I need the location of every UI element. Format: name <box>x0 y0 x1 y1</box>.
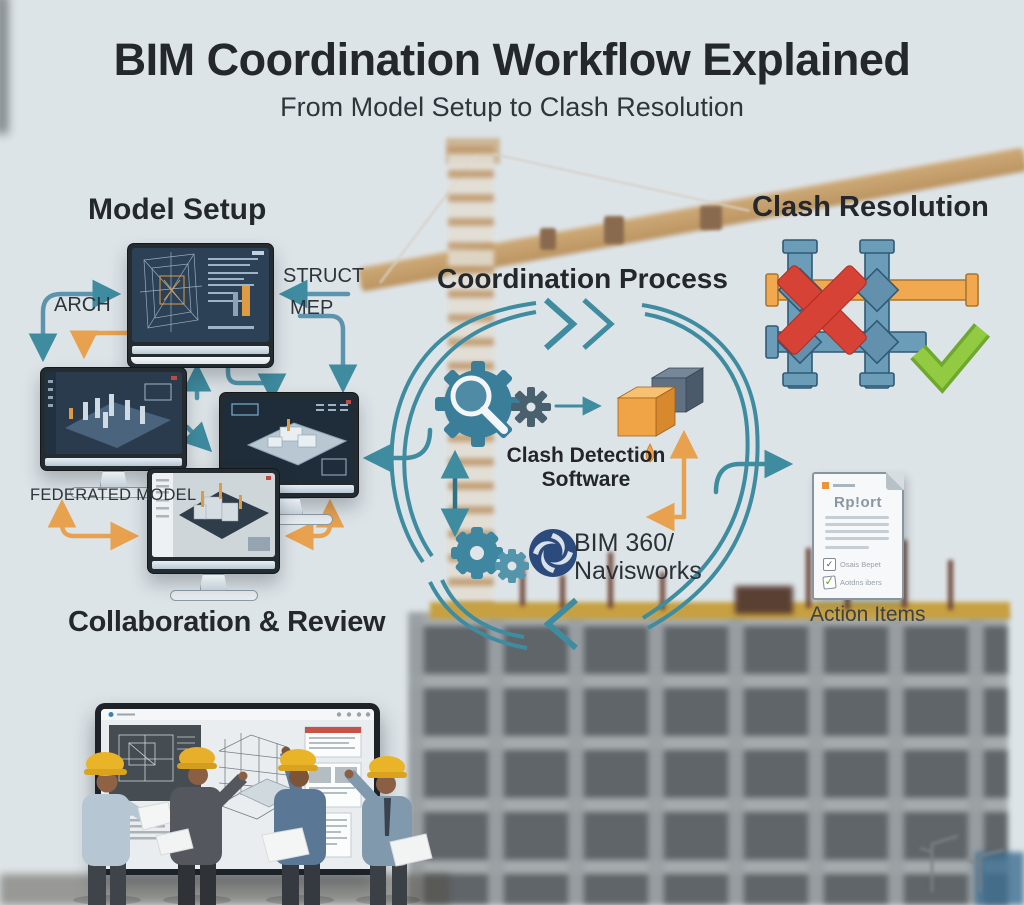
engineer-4 <box>344 756 433 905</box>
label-clash-detection-software: Clash Detection Software <box>505 444 667 492</box>
rebar-cluster <box>735 586 793 614</box>
label-struct: STRUCT <box>283 265 365 287</box>
page-subtitle: From Model Setup to Clash Resolution <box>280 92 744 122</box>
cubes-icon <box>616 367 705 463</box>
clash-x-icon <box>777 265 867 355</box>
resolved-check-icon <box>910 323 991 394</box>
label-mep: MEP <box>290 297 334 319</box>
rebar <box>948 560 953 610</box>
label-federated-model: FEDERATED MODEL <box>30 486 197 504</box>
checklist-label: Aotdns ibers <box>840 578 882 587</box>
checkbox-icon: ✓ <box>823 558 836 571</box>
clash-detection-line2: Software <box>541 468 631 491</box>
gear-icon-small <box>511 387 551 427</box>
section-clash-resolution: Clash Resolution <box>752 191 989 223</box>
federated-screen <box>152 473 275 557</box>
monitor-left <box>40 367 187 498</box>
rebar <box>902 540 907 608</box>
doc-dash <box>833 484 855 487</box>
monitor-right <box>219 392 359 525</box>
gears-icon <box>451 527 529 583</box>
crane-trolley <box>604 216 624 244</box>
monitor-arch <box>127 243 274 368</box>
section-collaboration-review: Collaboration & Review <box>68 606 386 638</box>
arch-feedback-arrow <box>69 330 131 360</box>
engineer-1 <box>73 752 174 905</box>
monitor-federated <box>147 468 280 601</box>
distant-cranes <box>919 834 1005 892</box>
rebar <box>806 548 811 608</box>
checklist-item: ✓ Aotdns ibers <box>822 573 882 590</box>
checklist-label: Osais Bepet <box>840 560 881 569</box>
crane-trolley <box>700 206 722 230</box>
federated-orange-arrow-left <box>47 498 140 551</box>
bim360-line1: BIM 360/ <box>574 529 675 557</box>
engineer-2 <box>155 747 248 905</box>
ring-to-report-arrow <box>713 449 794 495</box>
photo-edge <box>0 0 8 134</box>
checkbox-green-icon: ✓ <box>822 573 837 590</box>
label-bim360-navisworks: BIM 360/ Navisworks <box>574 529 702 585</box>
doc-title: Rp!ort <box>834 494 882 511</box>
report-document: Rp!ort ✓ Osais Bepet ✓ Aotdns ibers <box>812 472 904 600</box>
right-screen <box>224 397 354 481</box>
crane-trolley <box>540 228 556 250</box>
site-container <box>975 852 1024 905</box>
flow-arrows <box>28 279 794 551</box>
clash-detection-line1: Clash Detection <box>506 444 666 467</box>
page-fold <box>886 472 904 490</box>
rebar <box>520 560 525 606</box>
label-action-items: Action Items <box>810 603 926 626</box>
link-arrow-diagonal <box>181 421 213 453</box>
bim360-line2: Navisworks <box>574 557 702 585</box>
engineer-3 <box>261 746 334 905</box>
arch-screen <box>132 248 269 342</box>
rebar <box>660 572 665 610</box>
building-under-construction <box>408 612 1008 905</box>
mep-arrow <box>297 313 358 394</box>
label-arch: ARCH <box>54 294 111 316</box>
coordination-ring <box>389 297 760 651</box>
arch-arrow <box>28 279 122 363</box>
rebar <box>608 552 613 608</box>
formwork-deck <box>430 602 1010 619</box>
navisworks-logo-icon <box>529 529 577 577</box>
left-screen <box>45 372 182 454</box>
page-title: BIM Coordination Workflow Explained <box>113 34 911 85</box>
doc-bullet <box>822 482 829 489</box>
engineers <box>73 746 433 905</box>
section-coordination-process: Coordination Process <box>437 263 728 294</box>
link-arrow <box>225 359 287 403</box>
section-model-setup: Model Setup <box>88 193 267 226</box>
rebar <box>560 575 565 609</box>
checklist-item: ✓ Osais Bepet <box>823 558 881 571</box>
ring-to-models-arrow <box>362 427 433 473</box>
gear-magnifier-icon <box>435 361 521 447</box>
